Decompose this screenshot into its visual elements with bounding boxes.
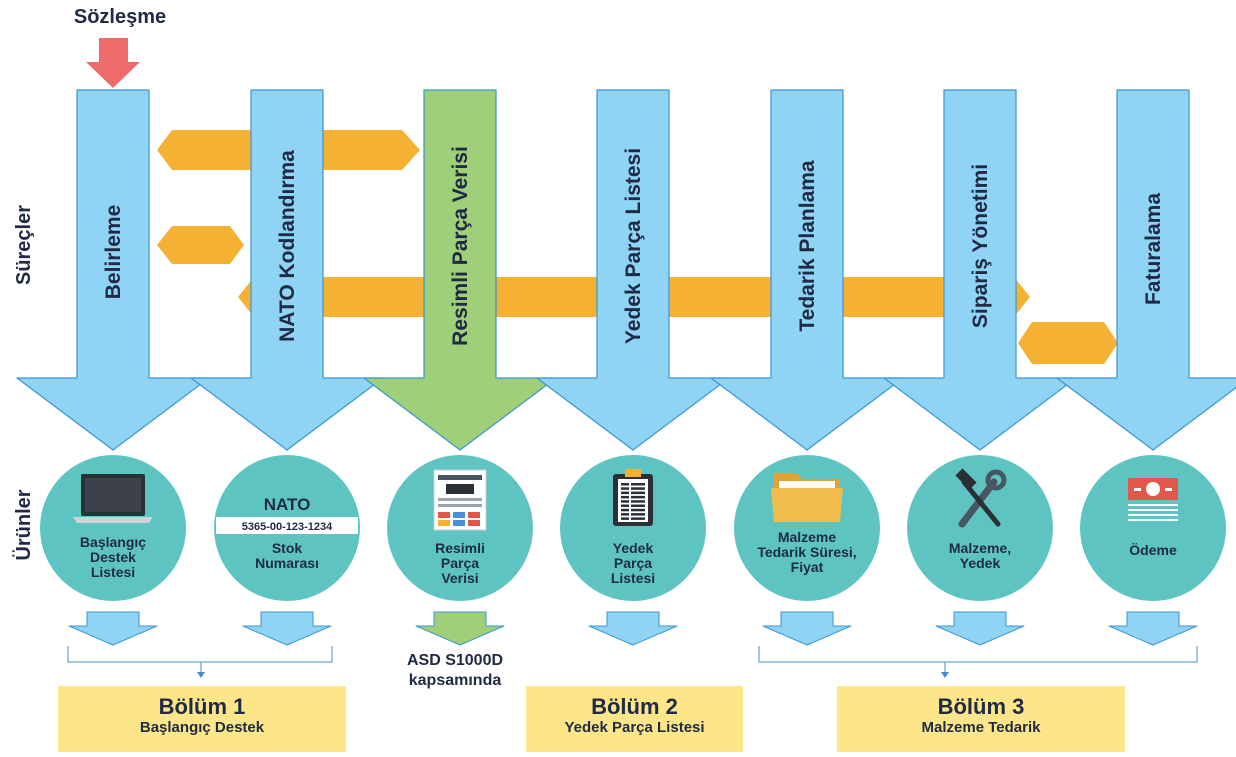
- laptop-icon: [73, 474, 153, 523]
- section-1-subtitle: Başlangıç Destek: [139, 719, 265, 736]
- output-arrow-2: [242, 611, 332, 646]
- process-label-yedek-parca-listesi: Yedek Parça Listesi: [622, 148, 645, 344]
- process-arrow-shape: [710, 89, 904, 451]
- process-label-nato-kodlandirma: NATO Kodlandırma: [276, 150, 299, 342]
- process-arrow-faturalama: Faturalama: [1056, 89, 1236, 451]
- contract-label: Sözleşme: [74, 6, 166, 28]
- folder-icon: [771, 473, 843, 522]
- product-1-label-line-1: Başlangıç: [80, 534, 146, 550]
- process-arrow-siparis-yonetimi: Sipariş Yönetimi: [883, 89, 1077, 451]
- product-3-label-line-2: Parça: [441, 555, 479, 571]
- product-circle-1: [40, 455, 186, 601]
- section-1-title: Bölüm 1: [158, 694, 246, 719]
- bracket-section-3: [758, 646, 1198, 676]
- product-circle-shape: [907, 455, 1053, 601]
- output-arrow-4: [588, 611, 678, 646]
- process-arrow-tedarik-planlama: Tedarik Planlama: [710, 89, 904, 451]
- section-2-subtitle: Yedek Parça Listesi: [564, 719, 705, 736]
- asd-note-line-1: ASD S1000D: [406, 652, 504, 669]
- process-arrow-shape: [190, 89, 384, 451]
- process-arrow-shape: [1056, 89, 1236, 451]
- product-2-label-line-2: Numarası: [255, 555, 319, 571]
- output-arrow-1: [68, 611, 158, 646]
- output-arrow-3: [415, 611, 505, 646]
- product-1-label-line-2: Destek: [90, 549, 136, 565]
- section-box-3: Bölüm 3 Malzeme Tedarik: [837, 686, 1125, 752]
- orange-connector-left: [157, 226, 244, 264]
- bracket-section-1-pointer: [197, 672, 205, 678]
- bracket-section-1: [67, 646, 333, 676]
- product-6-label-line-1: Malzeme,: [949, 540, 1011, 556]
- process-arrow-resimli-parca-verisi: Resimli Parça Verisi: [363, 89, 557, 451]
- product-4-label-line-3: Listesi: [611, 570, 655, 586]
- product-3-label-line-1: Resimli: [435, 540, 485, 556]
- product-6: Malzeme,Yedek: [949, 468, 1011, 571]
- asd-note-line-2: kapsamında: [408, 672, 502, 689]
- section-box-2: Bölüm 2 Yedek Parça Listesi: [526, 686, 743, 752]
- process-arrow-belirleme: Belirleme: [16, 89, 210, 451]
- output-arrow-7: [1108, 611, 1198, 646]
- output-arrow-6: [935, 611, 1025, 646]
- section-3-title: Bölüm 3: [937, 694, 1025, 719]
- product-circle-4: [560, 455, 706, 601]
- products-label: Ürünler: [12, 489, 35, 560]
- process-label-siparis-yonetimi: Sipariş Yönetimi: [969, 164, 992, 328]
- product-circle-shape: [1080, 455, 1226, 601]
- product-circle-shape: [40, 455, 186, 601]
- product-3-label-line-3: Verisi: [441, 570, 478, 586]
- process-arrow-nato-kodlandirma: NATO Kodlandırma: [190, 89, 384, 451]
- bracket-section-3-pointer: [941, 672, 949, 678]
- orange-connector-right: [1018, 322, 1118, 364]
- output-arrow-5: [762, 611, 852, 646]
- product-5-label-line-3: Fiyat: [791, 559, 824, 575]
- process-arrow-yedek-parca-listesi: Yedek Parça Listesi: [536, 89, 730, 451]
- nato-title: NATO: [264, 495, 311, 514]
- product-circle-7: [1080, 455, 1226, 601]
- product-circle-shape: [734, 455, 880, 601]
- product-1-label-line-3: Listesi: [91, 564, 135, 580]
- tools-icon: [955, 468, 1007, 528]
- section-3-subtitle: Malzeme Tedarik: [921, 719, 1041, 736]
- product-7: Ödeme: [1128, 478, 1178, 558]
- asd-note: ASD S1000D kapsamında: [380, 651, 530, 691]
- product-4-label-line-1: Yedek: [613, 540, 654, 556]
- nato-stock-code: 5365-00-123-1234: [242, 521, 333, 533]
- processes-label: Süreçler: [13, 205, 35, 285]
- clipboard-icon: [613, 469, 653, 526]
- product-6-label-line-2: Yedek: [960, 555, 1001, 571]
- product-5-label-line-2: Tedarik Süresi,: [757, 544, 856, 560]
- section-box-1: Bölüm 1 Başlangıç Destek: [58, 686, 346, 752]
- process-label-resimli-parca-verisi: Resimli Parça Verisi: [449, 146, 472, 346]
- product-5-label-line-1: Malzeme: [778, 529, 837, 545]
- process-label-tedarik-planlama: Tedarik Planlama: [796, 160, 819, 332]
- process-arrow-shape: [536, 89, 730, 451]
- product-7-label-line-1: Ödeme: [1129, 542, 1177, 558]
- illustrated-document-icon: [433, 469, 487, 531]
- process-arrow-shape: [363, 89, 557, 451]
- nato-stock-number-icon: NATO 5365-00-123-1234: [216, 495, 358, 534]
- product-circle-6: [907, 455, 1053, 601]
- section-2-title: Bölüm 2: [591, 694, 678, 719]
- product-circle-5: [734, 455, 880, 601]
- process-label-faturalama: Faturalama: [1142, 193, 1165, 305]
- process-arrow-shape: [16, 89, 210, 451]
- product-circle-shape: [560, 455, 706, 601]
- process-label-belirleme: Belirleme: [102, 205, 125, 300]
- payment-icon: [1128, 478, 1178, 521]
- contract-arrow: [86, 38, 140, 88]
- product-4-label-line-2: Parça: [614, 555, 652, 571]
- product-2-label-line-1: Stok: [272, 540, 303, 556]
- process-arrow-shape: [883, 89, 1077, 451]
